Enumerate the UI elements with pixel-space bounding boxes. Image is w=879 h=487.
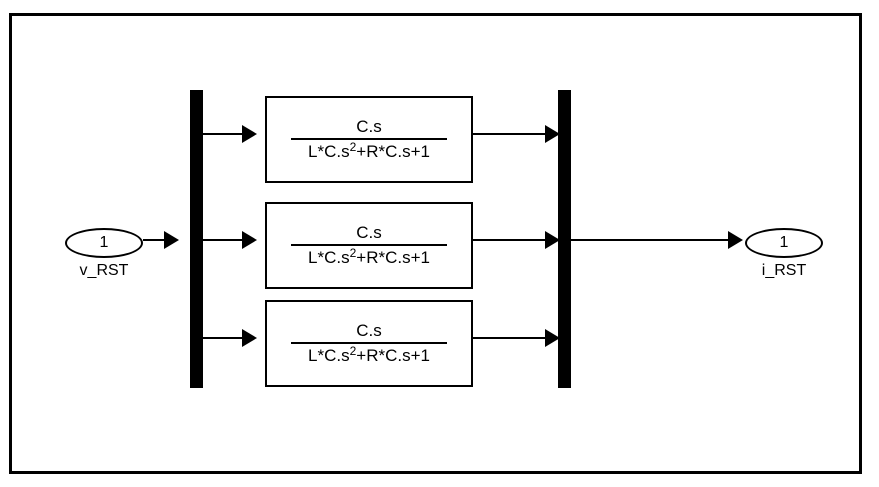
tf-numerator-3: C.s: [356, 321, 382, 341]
arrow-into-mux-2: [545, 231, 560, 249]
outport-number: 1: [779, 234, 789, 251]
tf-numerator-1: C.s: [356, 117, 382, 137]
tf-denominator-pre-2: L*C.s: [308, 248, 350, 267]
tf-numerator-2: C.s: [356, 223, 382, 243]
tf-fraction-2: C.s L*C.s2+R*C.s+1: [291, 224, 447, 267]
wire-tf-2-to-mux: [473, 239, 551, 241]
wire-demux-to-tf-2: [203, 239, 245, 241]
arrow-into-mux-1: [545, 125, 560, 143]
tf-fraction-rule-3: [291, 342, 447, 344]
tf-denominator-2: L*C.s2+R*C.s+1: [302, 246, 436, 267]
outport-i-rst[interactable]: 1: [745, 228, 823, 258]
inport-label-v-rst: v_RST: [79, 262, 129, 279]
tf-denominator-exponent-2: 2: [349, 246, 357, 260]
tf-denominator-pre-1: L*C.s: [308, 142, 350, 161]
tf-denominator-1: L*C.s2+R*C.s+1: [302, 140, 436, 161]
tf-denominator-3: L*C.s2+R*C.s+1: [302, 344, 436, 365]
arrow-into-tf-2: [242, 231, 257, 249]
transfer-function-block-3[interactable]: C.s L*C.s2+R*C.s+1: [265, 300, 473, 387]
outport-label-i-rst: i_RST: [761, 262, 807, 279]
inport-v-rst[interactable]: 1: [65, 228, 143, 258]
inport-number: 1: [99, 234, 109, 251]
model-window-frame: 1 v_RST C.s L*C.s2+R*C.s+1 C.s: [9, 13, 862, 474]
tf-denominator-post-2: +R*C.s+1: [356, 248, 430, 267]
mux-bar[interactable]: [558, 90, 571, 388]
wire-mux-to-outport: [571, 239, 732, 241]
wire-demux-to-tf-3: [203, 337, 245, 339]
tf-denominator-pre-3: L*C.s: [308, 346, 350, 365]
tf-fraction-1: C.s L*C.s2+R*C.s+1: [291, 118, 447, 161]
arrow-into-demux: [164, 231, 179, 249]
tf-denominator-post-1: +R*C.s+1: [356, 142, 430, 161]
demux-bar[interactable]: [190, 90, 203, 388]
arrow-into-outport: [728, 231, 743, 249]
tf-fraction-rule-1: [291, 138, 447, 140]
arrow-into-mux-3: [545, 329, 560, 347]
transfer-function-block-2[interactable]: C.s L*C.s2+R*C.s+1: [265, 202, 473, 289]
tf-denominator-exponent-3: 2: [349, 344, 357, 358]
wire-tf-3-to-mux: [473, 337, 551, 339]
tf-denominator-exponent-1: 2: [349, 140, 357, 154]
tf-fraction-3: C.s L*C.s2+R*C.s+1: [291, 322, 447, 365]
tf-denominator-post-3: +R*C.s+1: [356, 346, 430, 365]
wire-tf-1-to-mux: [473, 133, 551, 135]
tf-fraction-rule-2: [291, 244, 447, 246]
wire-demux-to-tf-1: [203, 133, 245, 135]
arrow-into-tf-1: [242, 125, 257, 143]
transfer-function-block-1[interactable]: C.s L*C.s2+R*C.s+1: [265, 96, 473, 183]
wire-inport-to-demux: [143, 239, 167, 241]
arrow-into-tf-3: [242, 329, 257, 347]
